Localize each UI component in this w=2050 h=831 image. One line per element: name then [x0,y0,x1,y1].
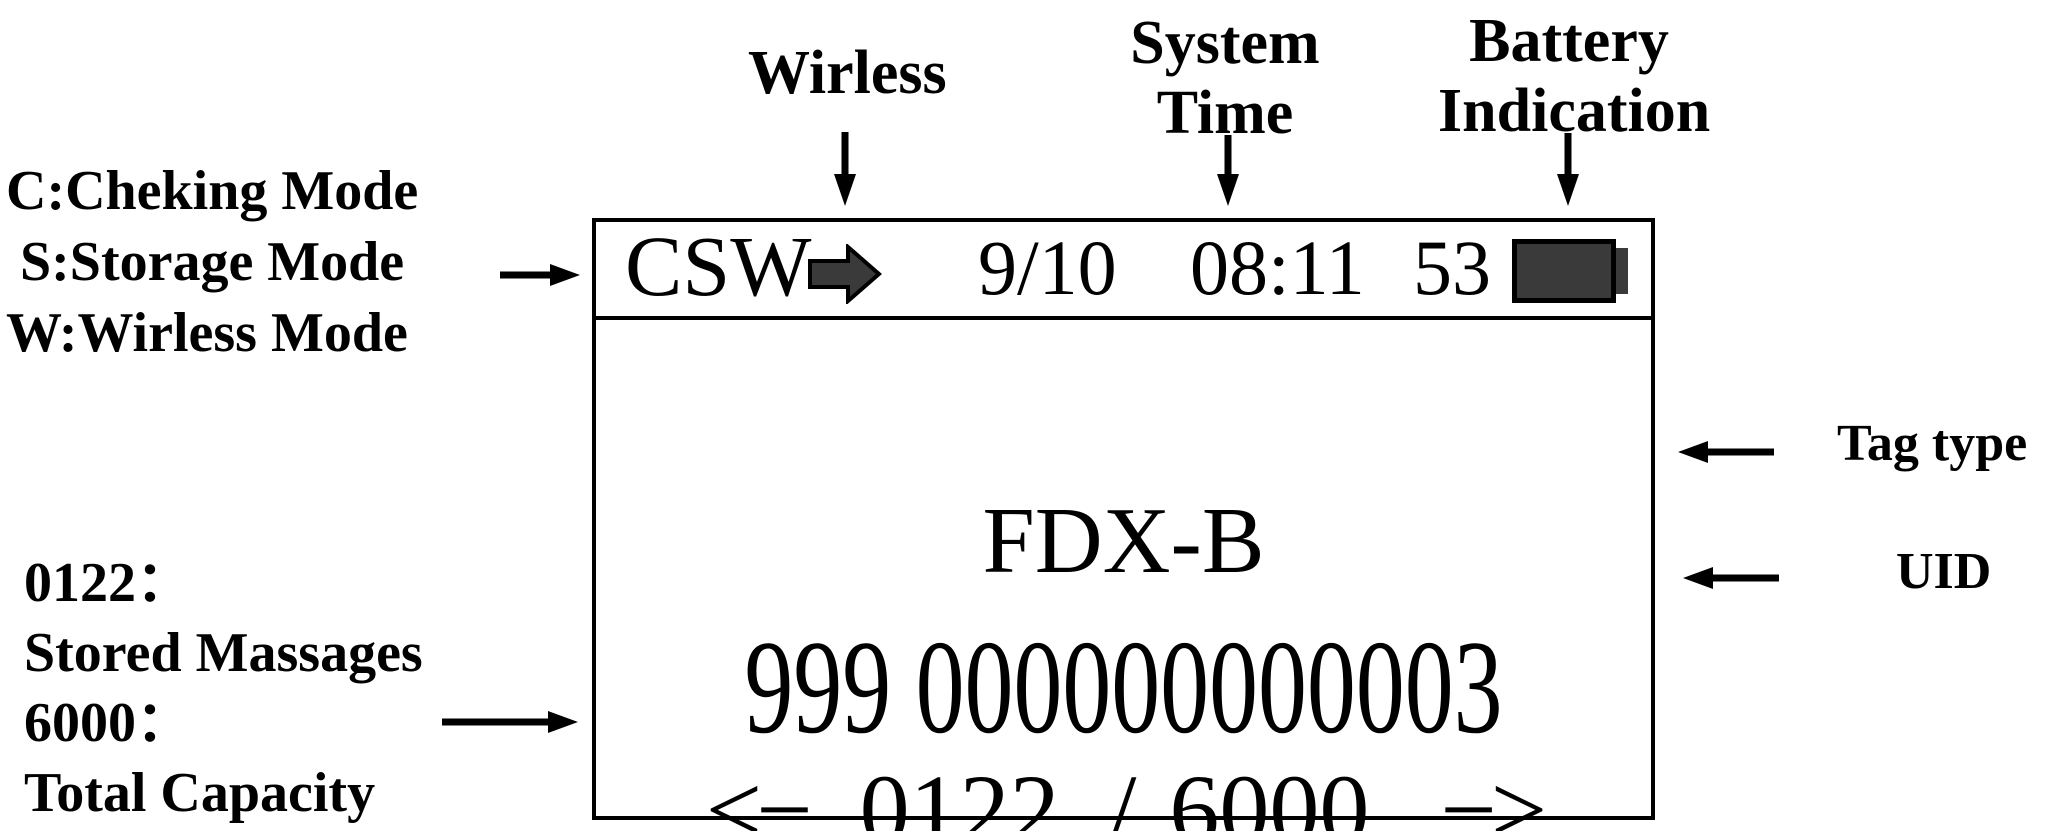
battery-terminal [1616,248,1628,294]
counter-legend: 0122： Stored Massages 6000： Total Capaci… [24,548,423,828]
total-capacity-label: Total Capacity [24,762,376,824]
battery-annotation-line2: Indication [1438,77,1711,145]
device-screen: CSW 9/10 08:11 53 FDX-B 999 000000000003… [592,218,1655,831]
right-arrow-icon [500,264,580,286]
stored-messages-value: 0122： [24,552,192,614]
system-date: 9/10 [978,224,1117,311]
mode-legend-line-storage: S:Storage Mode [20,231,405,293]
system-time-annotation: System Time [1095,8,1355,148]
record-counter: <− 0122 / 6000 −> [596,760,1651,831]
mode-legend-line-checking: C:Cheking Mode [6,160,419,222]
stored-messages-label: Stored Massages [24,622,423,684]
uid-annotation: UID [1896,543,1992,600]
battery-annotation: Battery Indication [1438,6,1711,146]
tag-type-annotation: Tag type [1837,415,2028,472]
battery-annotation-line1: Battery [1469,7,1669,75]
system-time-annotation-line1: System [1130,9,1320,77]
counter-total: 6000 [1169,754,1370,831]
down-arrow-icon [1557,133,1579,206]
counter-current: 0122 [859,754,1060,831]
mode-indicator: CSW [625,218,812,314]
status-bar: CSW 9/10 08:11 53 [596,222,1651,320]
uid-value: 999 000000000003 [744,613,1503,761]
tag-type-value: FDX-B [982,489,1265,593]
wireless-send-arrow-icon [808,244,882,304]
battery-body [1512,239,1616,303]
battery-percent: 53 [1413,224,1491,311]
next-record-arrow: −> [1440,754,1547,831]
system-time: 08:11 [1190,224,1365,311]
total-capacity-value: 6000： [24,692,192,754]
wireless-annotation: Wirless [748,39,947,107]
right-arrow-icon [442,711,578,733]
left-arrow-icon [1678,441,1774,463]
mode-legend-line-wireless: W:Wirless Mode [6,302,408,364]
left-arrow-icon [1683,567,1779,589]
counter-separator: / [1108,754,1137,831]
down-arrow-icon [1217,135,1239,206]
down-arrow-icon [834,132,856,206]
previous-record-arrow: <− [705,754,813,831]
mode-legend: C:Cheking Mode S:Storage Mode W:Wirless … [6,156,418,369]
battery-icon [1512,239,1628,303]
